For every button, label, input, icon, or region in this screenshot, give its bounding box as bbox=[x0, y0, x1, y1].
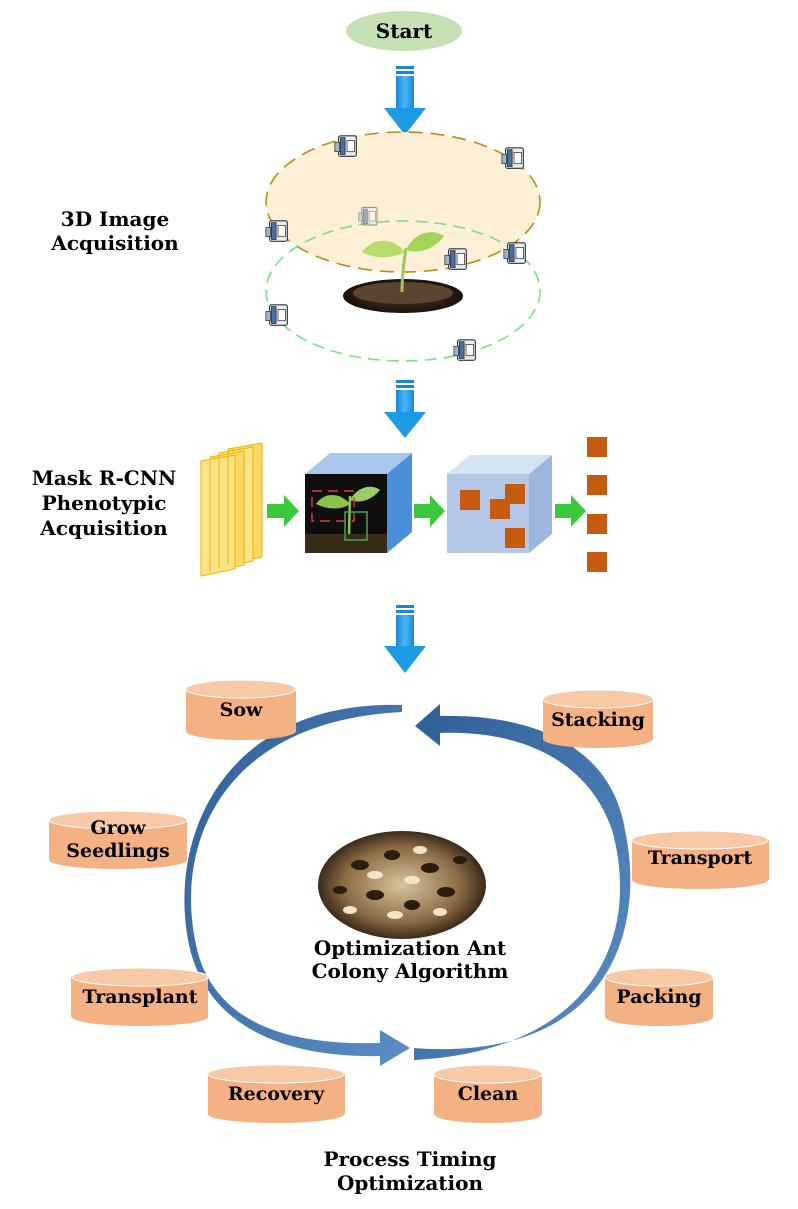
start-label: Start bbox=[376, 19, 433, 43]
process-recovery-label: Recovery bbox=[228, 1083, 325, 1105]
svg-text:Optimization: Optimization bbox=[337, 1171, 483, 1195]
process-cycle bbox=[184, 704, 631, 1066]
process-sow-label: Sow bbox=[220, 699, 263, 721]
camera-icon bbox=[334, 135, 357, 157]
camera-icon bbox=[358, 206, 378, 226]
camera-icon bbox=[265, 304, 288, 326]
detection-box-icon bbox=[311, 490, 355, 522]
process-stacking-label: Stacking bbox=[551, 709, 645, 731]
camera-icon bbox=[503, 242, 526, 264]
svg-text:Phenotypic: Phenotypic bbox=[42, 491, 167, 515]
camera-icon bbox=[453, 339, 476, 361]
process-stacking: Stacking bbox=[542, 689, 654, 748]
process-transplant-label: Transplant bbox=[83, 986, 198, 1008]
cycle-arrow-right bbox=[414, 704, 631, 1060]
process-packing-label: Packing bbox=[616, 986, 701, 1008]
lower-camera-ring bbox=[265, 220, 541, 362]
camera-rig bbox=[265, 131, 541, 362]
ant-colony-image bbox=[318, 831, 486, 939]
step-arrow-icon bbox=[414, 495, 445, 527]
process-transport: Transport bbox=[631, 830, 769, 889]
phenotypic-label: Mask R-CNN Phenotypic Acquisition bbox=[32, 466, 177, 540]
acquisition-label: 3D Image Acquisition bbox=[50, 207, 179, 255]
camera-icon bbox=[444, 248, 467, 270]
step-arrow-icon bbox=[555, 495, 586, 527]
process-clean-label: Clean bbox=[458, 1083, 519, 1105]
svg-text:Acquisition: Acquisition bbox=[39, 516, 168, 540]
svg-text:Acquisition: Acquisition bbox=[50, 231, 179, 255]
center-label: Optimization Ant Colony Algorithm bbox=[312, 936, 509, 983]
detection-cube bbox=[305, 453, 412, 553]
feature-cube bbox=[447, 455, 552, 553]
process-transport-label: Transport bbox=[648, 847, 753, 869]
start-node: Start bbox=[346, 11, 462, 51]
svg-text:Process Timing: Process Timing bbox=[323, 1147, 496, 1171]
optimization-label: Process Timing Optimization bbox=[323, 1147, 496, 1195]
svg-text:Mask R-CNN: Mask R-CNN bbox=[32, 466, 177, 490]
process-clean: Clean bbox=[433, 1064, 543, 1123]
svg-text:Grow: Grow bbox=[90, 817, 146, 839]
svg-text:Seedlings: Seedlings bbox=[66, 840, 169, 862]
flow-arrow-1 bbox=[384, 66, 426, 135]
process-recovery: Recovery bbox=[207, 1064, 345, 1123]
svg-text:Optimization Ant: Optimization Ant bbox=[314, 936, 507, 960]
camera-icon bbox=[501, 147, 524, 169]
process-packing: Packing bbox=[604, 967, 714, 1026]
step-arrow-icon bbox=[267, 495, 299, 527]
feature-map-stack bbox=[200, 442, 263, 577]
mask-box-icon bbox=[344, 511, 368, 541]
flow-arrow-2 bbox=[384, 380, 426, 438]
process-sow: Sow bbox=[185, 679, 297, 740]
camera-icon bbox=[265, 220, 288, 242]
svg-text:Colony Algorithm: Colony Algorithm bbox=[312, 959, 509, 983]
svg-text:3D Image: 3D Image bbox=[61, 207, 169, 231]
seedling-icon bbox=[362, 232, 444, 293]
flow-arrow-3 bbox=[384, 605, 426, 673]
process-grow-seedlings: Grow Seedlings bbox=[48, 810, 188, 869]
process-transplant: Transplant bbox=[71, 967, 209, 1026]
output-blocks bbox=[587, 437, 607, 572]
